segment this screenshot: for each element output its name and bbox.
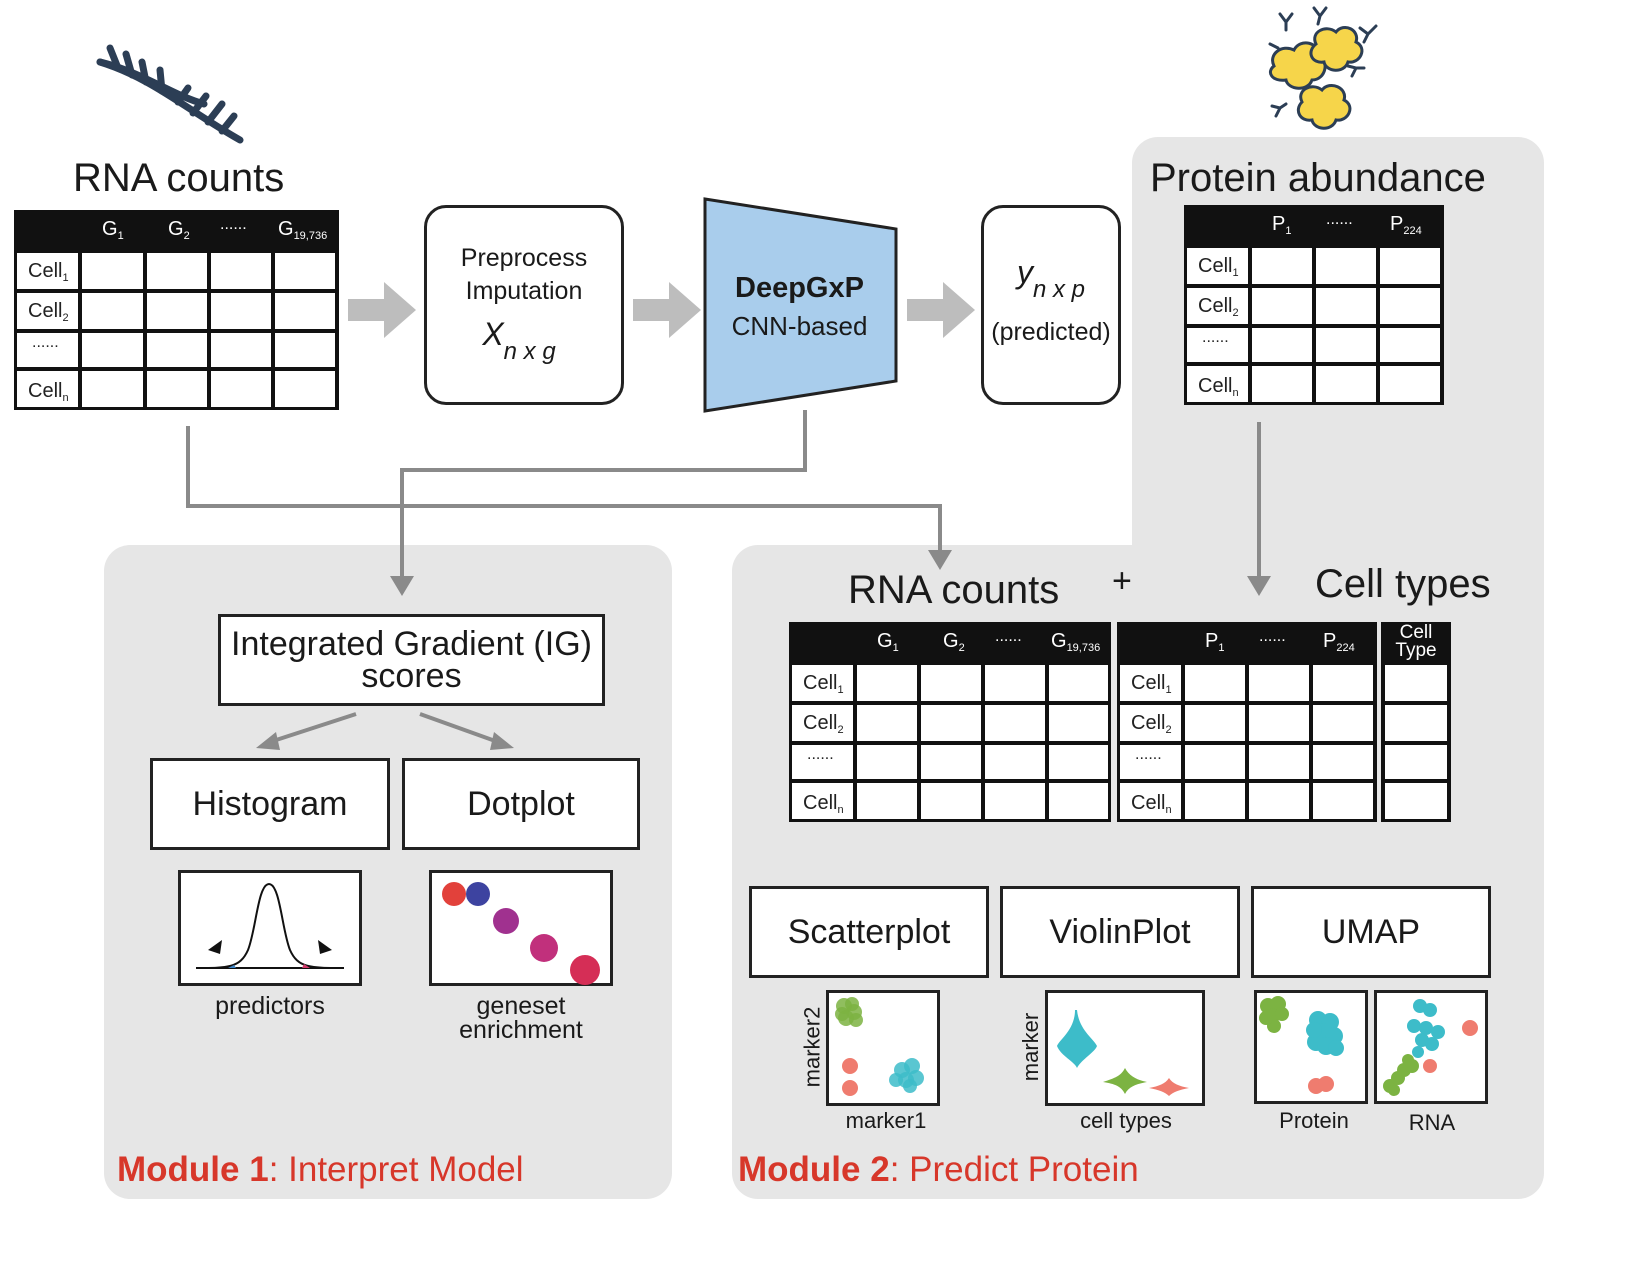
scatter-plot: [826, 990, 940, 1106]
protein-abundance-title: Protein abundance: [1150, 156, 1486, 200]
enrichment-label: enrichment: [459, 1016, 583, 1044]
violinplot-label: ViolinPlot: [1049, 912, 1191, 951]
histogram-label: Histogram: [192, 784, 348, 823]
output-box: yn x p (predicted): [981, 205, 1121, 405]
output-var: yn x p: [1016, 253, 1086, 303]
preprocess-label: Preprocess: [460, 244, 588, 272]
dotplot-plot: [429, 870, 613, 986]
deepgxp-model-shape: [703, 197, 898, 413]
protein-axis-label: Protein: [1279, 1108, 1349, 1133]
dotplot-label: Dotplot: [467, 784, 575, 823]
umap-rna-plot: [1374, 990, 1488, 1104]
plus-sign: +: [1112, 562, 1132, 600]
violin-plot: [1045, 990, 1205, 1106]
rna-axis-label: RNA: [1408, 1110, 1456, 1135]
umap-label: UMAP: [1321, 912, 1421, 951]
ig-scores-label: scores: [361, 657, 462, 695]
ig-scores-box: Integrated Gradient (IG) scores: [218, 614, 605, 706]
flow-arrow-2: [633, 282, 701, 338]
predictors-label: predictors: [215, 992, 325, 1020]
protein-icon: [1268, 6, 1378, 130]
geneset-label: geneset: [476, 992, 566, 1020]
scatterplot-label: Scatterplot: [787, 912, 951, 951]
flow-arrow-1: [348, 282, 416, 338]
marker2-label: marker2: [799, 1006, 825, 1088]
ig-label: Integrated Gradient (IG): [231, 625, 592, 663]
protein-table: P1 ...... P224 Cell1 Cell2 ...... Celln: [1184, 205, 1444, 405]
module2-label: Module 2: Predict Protein: [738, 1150, 1139, 1189]
cell-types-title: Cell types: [1315, 562, 1491, 606]
marker-label: marker: [1018, 1012, 1044, 1082]
marker1-label: marker1: [845, 1108, 927, 1133]
dna-icon: [96, 44, 244, 144]
violinplot-box: ViolinPlot: [1000, 886, 1240, 978]
scatterplot-box: Scatterplot: [749, 886, 989, 978]
histogram-plot: [178, 870, 362, 986]
cell-types-axis-label: cell types: [1080, 1108, 1172, 1133]
module2-rna-counts-title: RNA counts: [848, 568, 1060, 612]
module2-rna-table: G1 G2 ...... G19,736 Cell1 Cell2 ...... …: [789, 622, 1111, 822]
umap-protein-plot: [1254, 990, 1368, 1104]
module2-protein-table: P1 ...... P224 Cell1 Cell2 ...... Celln: [1117, 622, 1377, 822]
input-matrix-var: Xn x g: [482, 316, 556, 365]
table-grid: [17, 253, 339, 414]
dotplot-box: Dotplot: [402, 758, 640, 850]
preprocess-box: Preprocess Imputation Xn x g: [424, 205, 624, 405]
module1-label: Module 1: Interpret Model: [117, 1150, 524, 1189]
flow-arrow-3: [907, 282, 975, 338]
histogram-box: Histogram: [150, 758, 390, 850]
imputation-label: Imputation: [465, 277, 583, 305]
rna-counts-table: G1 G2 ...... G19,736 Cell1 Cell2 ...... …: [14, 210, 339, 410]
cell-type-table: Cell Type: [1381, 622, 1451, 822]
model-name: DeepGxP: [735, 272, 864, 304]
umap-box: UMAP: [1251, 886, 1491, 978]
model-desc: CNN-based: [731, 311, 868, 341]
output-note: (predicted): [991, 317, 1111, 346]
rna-counts-title: RNA counts: [73, 156, 285, 200]
